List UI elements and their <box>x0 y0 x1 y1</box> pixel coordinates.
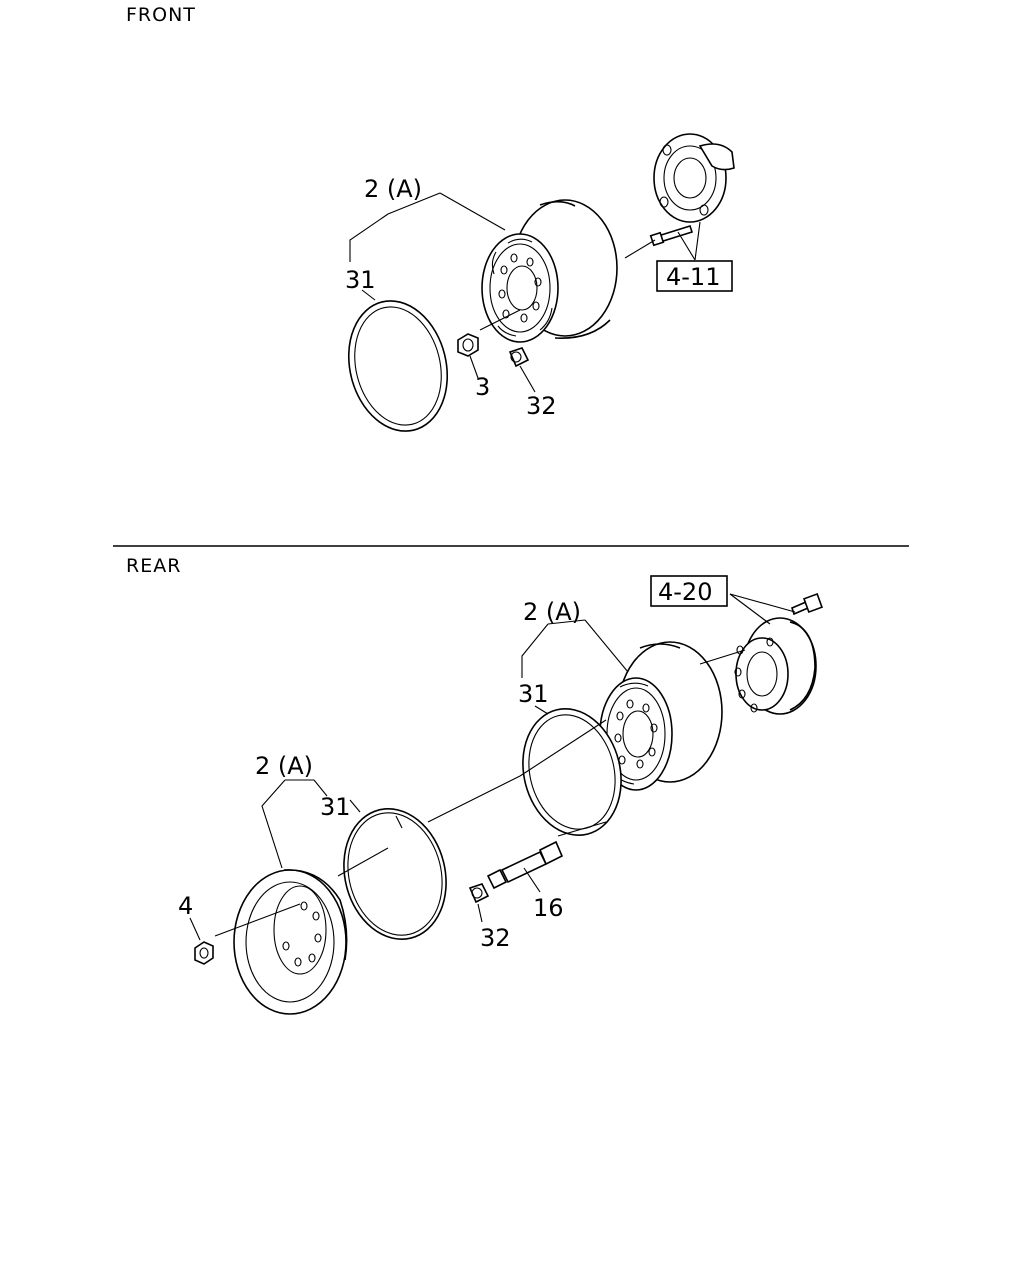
rear-hub[interactable] <box>734 617 817 715</box>
rear-inner-wheel-disc[interactable] <box>233 869 348 1015</box>
front-rim-ring[interactable] <box>335 290 460 441</box>
rear-heading: REAR <box>126 555 181 577</box>
rear-label-inner-wheel: 2 (A) <box>255 752 313 780</box>
rear-label-outer-ring: 31 <box>518 680 549 708</box>
rear-ref-box[interactable]: 4-20 <box>650 575 728 607</box>
rear-ref-label: 4-20 <box>658 578 712 606</box>
rear-inner-rim-ring[interactable] <box>331 798 460 950</box>
front-cap-nut[interactable] <box>508 347 530 368</box>
front-ref-box[interactable]: 4-11 <box>656 260 733 292</box>
rear-label-outer-wheel: 2 (A) <box>523 598 581 626</box>
front-section: FRONT <box>126 4 735 441</box>
front-label-wheel: 2 (A) <box>364 175 422 203</box>
rear-wheel-nut[interactable] <box>194 941 214 965</box>
front-ref-label: 4-11 <box>666 263 720 291</box>
front-label-cap: 32 <box>526 392 557 420</box>
rear-label-nut: 4 <box>178 892 193 920</box>
front-hub-bolt[interactable] <box>649 225 694 247</box>
rear-leaders <box>189 593 796 941</box>
rear-hub-bolt[interactable] <box>791 593 823 616</box>
rear-label-inner-ring: 31 <box>320 793 351 821</box>
rear-cap-nut[interactable] <box>468 883 490 904</box>
rear-label-stud: 16 <box>533 894 564 922</box>
rear-stud-bolt[interactable] <box>486 840 564 890</box>
front-label-ring: 31 <box>345 266 376 294</box>
front-wheel-nut[interactable] <box>457 333 479 357</box>
front-heading: FRONT <box>126 4 196 26</box>
front-wheel-disc[interactable] <box>481 199 618 343</box>
front-label-nut: 3 <box>475 373 490 401</box>
rear-section: REAR 4-20 <box>126 555 823 1015</box>
rear-label-cap: 32 <box>480 924 511 952</box>
front-leaders <box>349 192 701 393</box>
front-hub[interactable] <box>653 133 735 223</box>
